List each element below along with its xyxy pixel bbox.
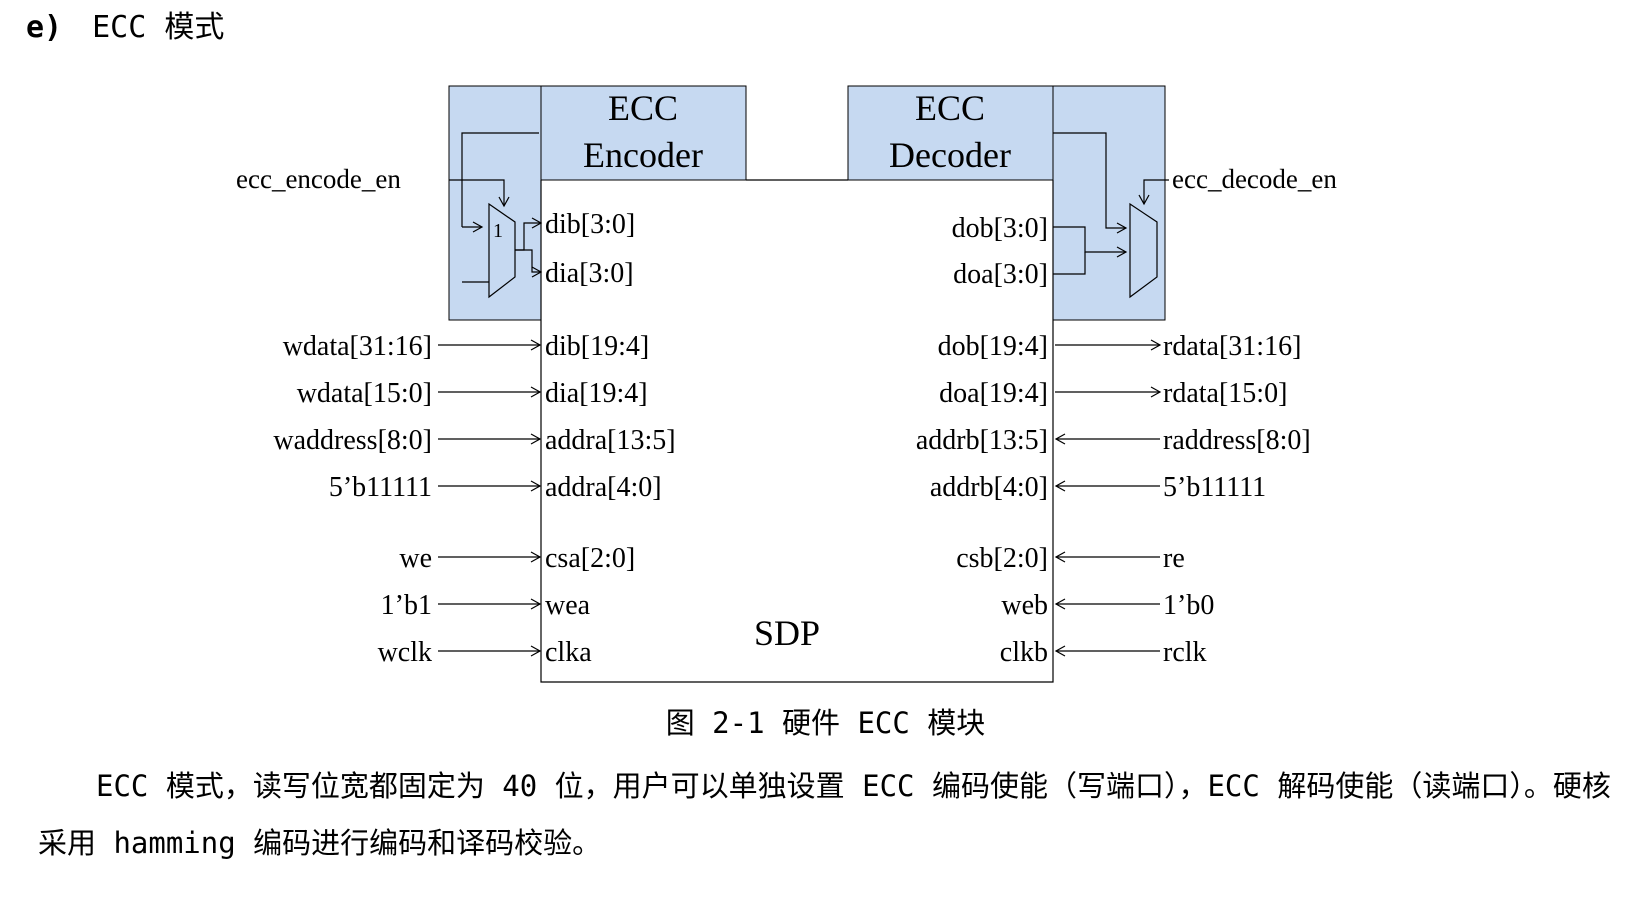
right-signal-label: rdata[31:16] — [1163, 331, 1301, 362]
sdp-label: SDP — [754, 613, 820, 653]
sdp-block — [540, 179, 1054, 683]
section-number: e) — [26, 10, 63, 45]
right-signal-label: rclk — [1163, 637, 1207, 668]
right-port-label: doa[19:4] — [939, 378, 1048, 409]
encoder-label-line2: Encoder — [583, 135, 703, 175]
left-port-label: addra[13:5] — [545, 425, 676, 456]
ecc-block-diagram: ECC Encoder ECC Decoder SDP 1 ecc_encode… — [236, 85, 1337, 683]
decode-enable-label: ecc_decode_en — [1172, 164, 1337, 194]
left-signal-label: 1’b1 — [381, 590, 432, 621]
left-signal-label: wdata[31:16] — [283, 331, 432, 362]
left-port-label: wea — [545, 590, 591, 621]
right-ecc-port-dob: dob[3:0] — [952, 213, 1048, 244]
left-port-label: addra[4:0] — [545, 472, 662, 503]
decoder-mux-wiring — [1053, 132, 1169, 299]
right-signal-label: 1’b0 — [1163, 590, 1214, 621]
right-signal-label: raddress[8:0] — [1163, 425, 1311, 456]
left-ecc-port-dia: dia[3:0] — [545, 258, 634, 289]
section-heading: e) ECC 模式 — [26, 2, 224, 46]
section-title: ECC 模式 — [92, 10, 225, 45]
right-ecc-port-doa: doa[3:0] — [953, 259, 1048, 290]
encode-enable-label: ecc_encode_en — [236, 164, 401, 194]
encoder-mux-wiring — [449, 132, 543, 299]
right-port-label: web — [1001, 590, 1048, 621]
ecc-encoder-box — [540, 85, 747, 181]
decoder-label-line2: Decoder — [889, 135, 1011, 175]
ecc-decoder-region — [1052, 85, 1166, 321]
left-ecc-port-dib: dib[3:0] — [545, 209, 635, 240]
decoder-label-line1: ECC — [915, 88, 985, 128]
ecc-decoder-box — [847, 85, 1054, 181]
right-port-label: dob[19:4] — [938, 331, 1048, 362]
left-port-label: csa[2:0] — [545, 543, 635, 574]
left-signal-label: wdata[15:0] — [297, 378, 432, 409]
left-port-label: clka — [545, 637, 592, 668]
body-paragraph: ECC 模式，读写位宽都固定为 40 位，用户可以单独设置 ECC 编码使能（写… — [38, 769, 1611, 860]
right-port-label: csb[2:0] — [956, 543, 1048, 574]
right-port-label: addrb[13:5] — [916, 425, 1048, 456]
encoder-label-line1: ECC — [608, 88, 678, 128]
left-port-label: dia[19:4] — [545, 378, 648, 409]
right-signal-label: 5’b11111 — [1163, 472, 1266, 503]
right-signal-label: rdata[15:0] — [1163, 378, 1287, 409]
left-signal-label: we — [399, 543, 432, 574]
right-port-label: clkb — [1000, 637, 1048, 668]
left-signal-label: 5’b11111 — [329, 472, 432, 503]
left-port-label: dib[19:4] — [545, 331, 649, 362]
right-port-label: addrb[4:0] — [930, 472, 1048, 503]
left-signal-label: wclk — [378, 637, 432, 668]
right-signal-label: re — [1163, 543, 1185, 574]
mux-label: 1 — [493, 220, 503, 242]
figure-caption: 图 2-1 硬件 ECC 模块 — [665, 706, 986, 740]
left-signal-label: waddress[8:0] — [273, 425, 432, 456]
